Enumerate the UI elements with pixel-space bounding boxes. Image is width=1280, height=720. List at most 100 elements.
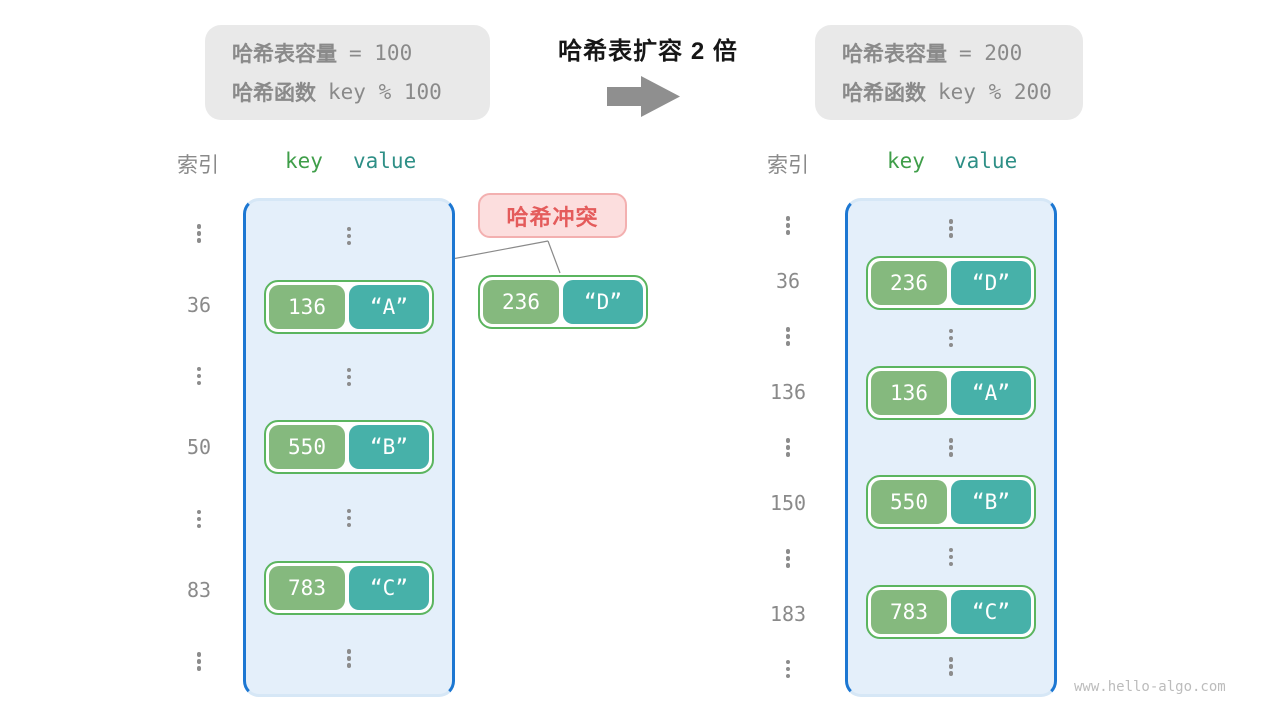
key-value-pair: 783“C” xyxy=(264,561,434,616)
vertical-ellipsis xyxy=(346,649,352,668)
index-label: 150 xyxy=(756,475,820,530)
left-key-header: key xyxy=(285,149,323,173)
pair-key: 783 xyxy=(269,566,345,611)
pair-key: 783 xyxy=(871,589,947,634)
hash-function-label: 哈希函数 xyxy=(842,82,926,105)
left-index-column: 36 50 83 xyxy=(167,198,231,697)
key-value-pair: 550“B” xyxy=(866,475,1036,530)
pair-key: 550 xyxy=(269,425,345,470)
right-arrow-icon xyxy=(607,76,680,117)
vertical-ellipsis xyxy=(346,367,352,387)
index-value: 183 xyxy=(769,601,807,626)
hash-function-line: 哈希函数 key % 100 xyxy=(232,77,490,107)
capacity-label: 哈希表容量 xyxy=(232,43,337,66)
key-value-pair: 136“A” xyxy=(866,365,1036,420)
hash-function-line: 哈希函数 key % 200 xyxy=(842,77,1083,107)
vertical-ellipsis xyxy=(346,226,352,246)
vertical-ellipsis xyxy=(948,657,954,676)
pair-value: “C” xyxy=(349,566,429,611)
index-ellipsis-row xyxy=(756,642,820,697)
hash-config-box-after: 哈希表容量 = 200 哈希函数 key % 200 xyxy=(815,25,1083,120)
index-value: 136 xyxy=(769,380,807,405)
key-value-pair: 136“A” xyxy=(264,279,434,334)
key-value-pair: 783“C” xyxy=(866,584,1036,639)
index-value: 36 xyxy=(775,269,801,294)
capacity-label: 哈希表容量 xyxy=(842,43,947,66)
vertical-ellipsis xyxy=(785,216,791,235)
index-value: 36 xyxy=(186,292,212,317)
expansion-title: 哈希表扩容 2 倍 xyxy=(558,38,738,65)
pair-value: “C” xyxy=(951,589,1031,634)
vertical-ellipsis xyxy=(346,508,352,528)
bucket-ellipsis-row xyxy=(246,624,452,694)
pair-key: 136 xyxy=(871,370,947,415)
vertical-ellipsis xyxy=(196,366,202,386)
vertical-ellipsis xyxy=(196,224,202,243)
vertical-ellipsis xyxy=(196,652,202,671)
index-label: 50 xyxy=(167,412,231,483)
left-index-header: 索引 xyxy=(177,154,219,177)
hash-function-value: key % 200 xyxy=(938,80,1052,104)
bucket-row: 783“C” xyxy=(246,553,452,623)
left-value-header: value xyxy=(353,149,417,173)
key-value-pair: 550“B” xyxy=(264,420,434,475)
pair-value: “D” xyxy=(951,261,1031,306)
right-index-header: 索引 xyxy=(767,154,809,177)
key-value-pair: 236“D” xyxy=(866,256,1036,311)
pair-value: “B” xyxy=(951,480,1031,525)
hash-function-value: key % 100 xyxy=(328,80,442,104)
hash-collision-label: 哈希冲突 xyxy=(478,193,627,238)
bucket-ellipsis-row xyxy=(246,342,452,412)
bucket-row: 783“C” xyxy=(848,584,1054,639)
capacity-line: 哈希表容量 = 200 xyxy=(842,38,1083,68)
pair-value: “A” xyxy=(349,284,429,329)
index-ellipsis-row xyxy=(756,531,820,586)
capacity-value: = 100 xyxy=(349,41,413,65)
pair-key: 236 xyxy=(871,261,947,306)
index-ellipsis-row xyxy=(167,198,231,269)
right-value-header: value xyxy=(954,149,1018,173)
hash-function-label: 哈希函数 xyxy=(232,82,316,105)
collision-pair: 236 “D” xyxy=(478,275,648,329)
index-ellipsis-row xyxy=(167,483,231,554)
capacity-value: = 200 xyxy=(959,41,1023,65)
index-label: 36 xyxy=(756,253,820,308)
bucket-ellipsis-row xyxy=(848,311,1054,366)
bucket-row: 550“B” xyxy=(246,412,452,482)
index-label: 136 xyxy=(756,364,820,419)
index-label: 183 xyxy=(756,586,820,641)
pair-key: 236 xyxy=(483,280,559,324)
bucket-row: 550“B” xyxy=(848,475,1054,530)
vertical-ellipsis xyxy=(785,438,791,457)
bucket-ellipsis-row xyxy=(848,639,1054,694)
pair-key: 136 xyxy=(269,284,345,329)
bucket-ellipsis-row xyxy=(848,420,1054,475)
vertical-ellipsis xyxy=(785,327,791,346)
index-value: 150 xyxy=(769,490,807,515)
right-index-column: 36 136 150 183 xyxy=(756,198,820,697)
index-ellipsis-row xyxy=(167,626,231,697)
index-value: 83 xyxy=(186,578,212,603)
index-ellipsis-row xyxy=(756,198,820,253)
index-label: 36 xyxy=(167,269,231,340)
bucket-row: 136“A” xyxy=(848,365,1054,420)
watermark: www.hello-algo.com xyxy=(1074,679,1226,695)
bucket-ellipsis-row xyxy=(848,201,1054,256)
bucket-row: 236“D” xyxy=(848,256,1054,311)
pair-key: 550 xyxy=(871,480,947,525)
bucket-ellipsis-row xyxy=(848,530,1054,585)
vertical-ellipsis xyxy=(948,547,954,567)
bucket-row: 136“A” xyxy=(246,271,452,341)
index-label: 83 xyxy=(167,554,231,625)
pair-value: “B” xyxy=(349,425,429,470)
index-ellipsis-row xyxy=(167,341,231,412)
pair-value: “A” xyxy=(951,370,1031,415)
vertical-ellipsis xyxy=(948,219,954,238)
index-ellipsis-row xyxy=(756,309,820,364)
bucket-ellipsis-row xyxy=(246,201,452,271)
bucket-ellipsis-row xyxy=(246,483,452,553)
right-hash-table: 236“D” 136“A” 550“B” 783“C” xyxy=(845,198,1057,697)
index-ellipsis-row xyxy=(756,420,820,475)
vertical-ellipsis xyxy=(948,438,954,457)
